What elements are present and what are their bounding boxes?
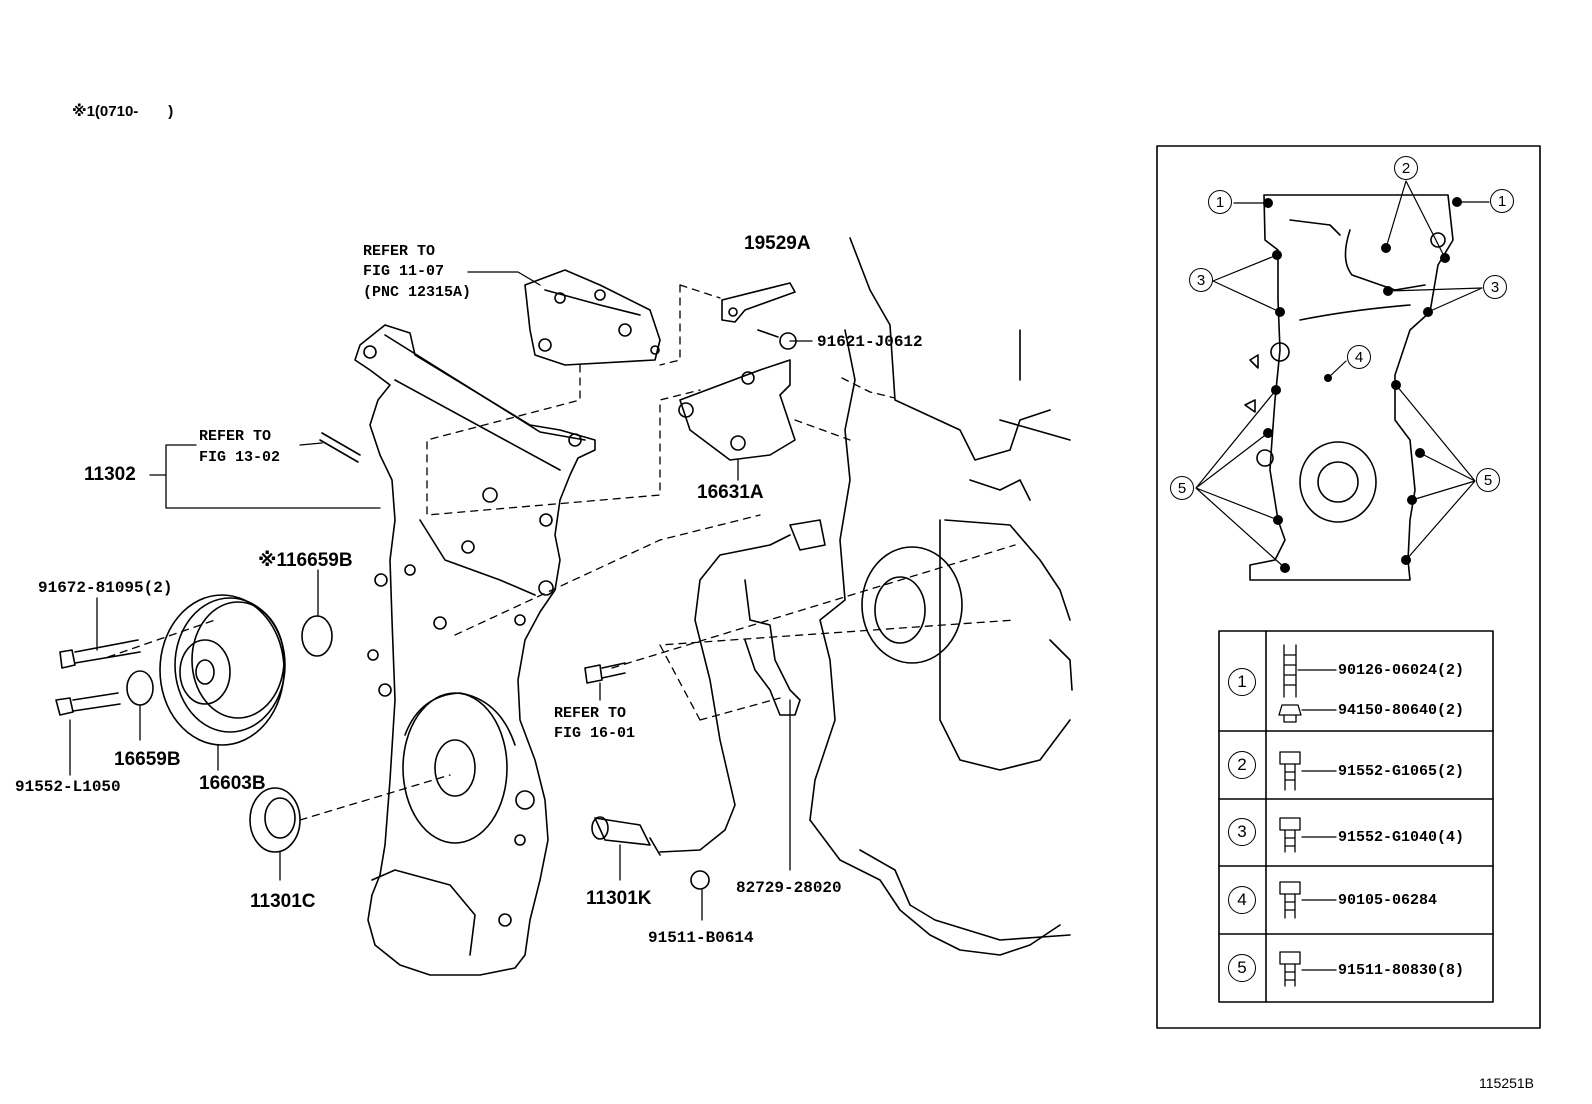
stud-drawing — [319, 432, 361, 463]
crank-pulley-drawing — [159, 594, 286, 746]
inset-leader-lines — [1195, 180, 1490, 569]
part-16631a: 16631A — [697, 482, 764, 503]
inset-callout-4: 4 — [1347, 345, 1371, 369]
bracket-16631a-drawing — [678, 359, 796, 461]
inset-callout-3-right: 3 — [1483, 275, 1507, 299]
part-91621-j0612: 91621-J0612 — [817, 333, 923, 351]
refer-13-02-line2: FIG 13-02 — [199, 449, 281, 466]
table-ref-5: 5 — [1228, 954, 1256, 982]
part-11301k: 11301K — [586, 888, 652, 909]
part-16603b: 16603B — [199, 773, 266, 794]
bracket-drawing — [524, 269, 661, 366]
table-part-90126: 90126-06024(2) — [1338, 662, 1465, 679]
table-part-91511-80830: 91511-80830(8) — [1338, 962, 1465, 979]
bolt-91621-drawing — [757, 329, 797, 350]
part-82729-28020: 82729-28020 — [736, 879, 842, 897]
bracket-19529a-drawing — [721, 282, 796, 323]
part-16659b: 16659B — [114, 749, 181, 770]
inset-bolt-dots — [1263, 197, 1462, 573]
part-91672-81095: 91672-81095(2) — [38, 579, 173, 597]
table-part-91552-g1065: 91552-G1065(2) — [1338, 763, 1465, 780]
refer-11-07-line1: REFER TO — [363, 243, 436, 260]
fastener-table-grid — [1218, 630, 1494, 1003]
inset-callout-2: 2 — [1394, 156, 1418, 180]
part-91511-b0614: 91511-B0614 — [648, 929, 754, 947]
bolt-hole — [728, 307, 738, 317]
refer-16-01-line2: FIG 16-01 — [554, 725, 636, 742]
oil-seal-drawing — [249, 787, 301, 853]
washer-16659b-star-drawing — [301, 615, 333, 657]
sensor-wire-drawing — [659, 519, 826, 853]
table-ref-3: 3 — [1228, 818, 1256, 846]
bolt-refer-16-01-drawing — [584, 662, 626, 684]
sensor-11301k-drawing — [591, 816, 661, 856]
table-part-90105: 90105-06284 — [1338, 892, 1438, 909]
refer-11-07-line2: FIG 11-07 — [363, 263, 445, 280]
inset-callout-5-left: 5 — [1170, 476, 1194, 500]
inset-callout-3-left: 3 — [1189, 268, 1213, 292]
timing-cover-drawing — [354, 324, 596, 976]
table-ref-1: 1 — [1228, 668, 1256, 696]
table-part-91552-g1040: 91552-G1040(4) — [1338, 829, 1465, 846]
assembly-lines — [107, 284, 1016, 821]
table-leader-lines — [1297, 669, 1337, 971]
part-19529a: 19529A — [744, 233, 811, 254]
table-part-94150: 94150-80640(2) — [1338, 702, 1465, 719]
pulley-bolts-drawing — [55, 639, 141, 716]
part-91552-l1050: 91552-L1050 — [15, 778, 121, 796]
inset-frame — [1156, 145, 1541, 1029]
engine-block-drawing — [809, 237, 1073, 956]
refer-16-01-line1: REFER TO — [554, 705, 627, 722]
inset-callout-1-left: 1 — [1208, 190, 1232, 214]
table-ref-4: 4 — [1228, 886, 1256, 914]
bolt-91511b-drawing — [690, 870, 710, 890]
refer-13-02-line1: REFER TO — [199, 428, 272, 445]
refer-11-07-line3: (PNC 12315A) — [363, 284, 472, 301]
inset-callout-5-right: 5 — [1476, 468, 1500, 492]
washer-16659b-drawing — [126, 670, 154, 706]
part-11301c: 11301C — [250, 891, 316, 912]
table-fastener-icons — [1278, 644, 1302, 987]
figure-id: 115251B — [1479, 1075, 1535, 1091]
part-16659b-star: ※116659B — [258, 550, 353, 571]
part-11302: 11302 — [84, 464, 136, 485]
inset-callout-1-right: 1 — [1490, 189, 1514, 213]
applicability-note: ※1(0710- ) — [72, 103, 174, 120]
leader-lines — [69, 271, 813, 921]
table-ref-2: 2 — [1228, 751, 1256, 779]
